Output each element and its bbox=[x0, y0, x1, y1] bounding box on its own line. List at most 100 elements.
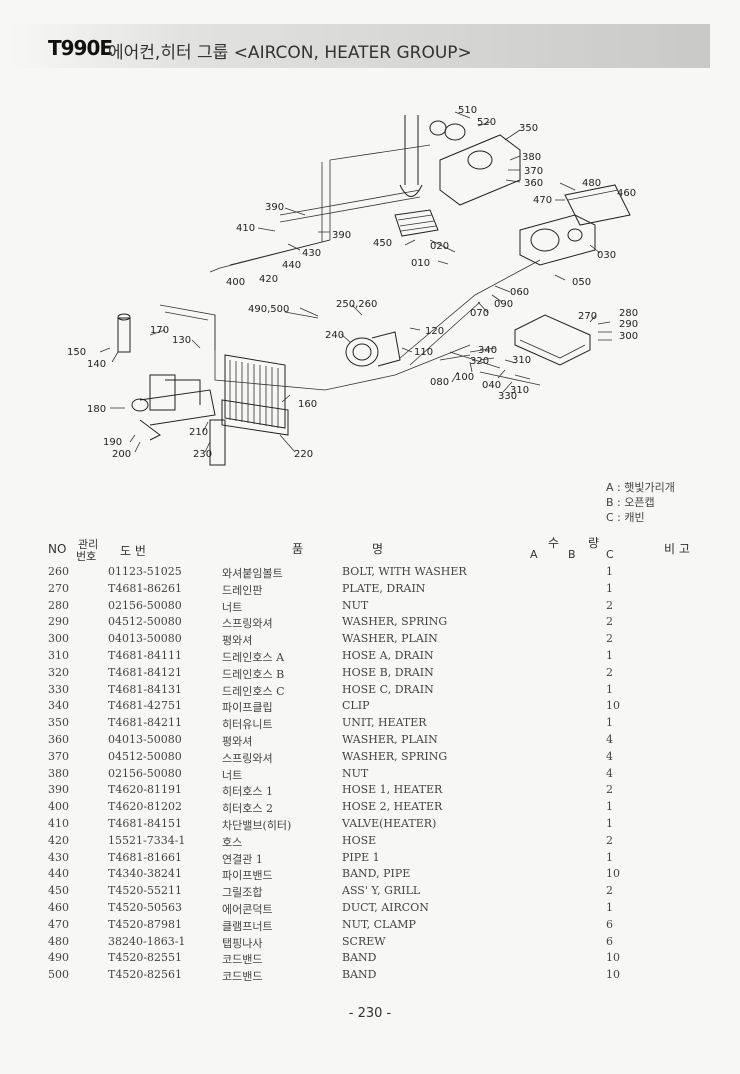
row-part-number: T4340-38241 bbox=[108, 867, 183, 881]
row-part-number: T4520-50563 bbox=[108, 900, 183, 914]
row-qty-c: 1 bbox=[606, 800, 613, 814]
row-korean-name: 평와셔 bbox=[222, 734, 253, 748]
row-part-number: T4681-84211 bbox=[108, 716, 183, 730]
part-callout-label: 270 bbox=[578, 311, 597, 322]
part-callout-label: 170 bbox=[150, 325, 169, 336]
row-korean-name: 드레인호스 C bbox=[222, 684, 285, 698]
header-qty-col-b: B bbox=[568, 548, 576, 561]
header-drawing: 도 번 bbox=[120, 544, 146, 558]
part-callout-label: 210 bbox=[189, 427, 208, 438]
part-callout-label: 310 bbox=[512, 355, 531, 366]
part-callout-label: 520 bbox=[477, 117, 496, 128]
part-callout-label: 440 bbox=[282, 260, 301, 271]
row-qty-c: 6 bbox=[606, 934, 613, 948]
row-no: 270 bbox=[48, 581, 69, 595]
part-callout-label: 140 bbox=[87, 359, 106, 370]
part-callout-label: 050 bbox=[572, 277, 591, 288]
part-callout-label: 380 bbox=[522, 152, 541, 163]
part-callout-label: 450 bbox=[373, 238, 392, 249]
part-callout-label: 290 bbox=[619, 319, 638, 330]
row-qty-c: 2 bbox=[606, 665, 613, 679]
row-qty-c: 4 bbox=[606, 732, 613, 746]
row-part-name: HOSE 1, HEATER bbox=[342, 783, 443, 797]
row-part-number: T4620-81202 bbox=[108, 800, 183, 814]
part-callout-label: 230 bbox=[193, 449, 212, 460]
row-korean-name: 스프링와셔 bbox=[222, 751, 273, 765]
part-callout-label: 330 bbox=[498, 391, 517, 402]
row-part-name: PIPE 1 bbox=[342, 850, 380, 864]
row-part-name: NUT bbox=[342, 766, 369, 780]
part-callout-label: 400 bbox=[226, 277, 245, 288]
part-callout-label: 030 bbox=[597, 250, 616, 261]
compressor-drawing bbox=[345, 331, 401, 367]
row-part-number: 04013-50080 bbox=[108, 732, 182, 746]
row-part-name: NUT, CLAMP bbox=[342, 917, 416, 931]
part-callout-label: 390 bbox=[332, 230, 351, 241]
row-part-name: ASS' Y, GRILL bbox=[342, 884, 421, 898]
row-part-number: T4520-55211 bbox=[108, 884, 183, 898]
row-part-number: 04013-50080 bbox=[108, 632, 182, 646]
condenser-drawing bbox=[221, 354, 289, 436]
row-part-number: 04512-50080 bbox=[108, 749, 182, 763]
row-no: 500 bbox=[48, 968, 69, 982]
row-korean-name: 에어콘덕트 bbox=[222, 902, 273, 916]
part-callout-label: 220 bbox=[294, 449, 313, 460]
part-callout-label: 100 bbox=[455, 372, 474, 383]
row-no: 440 bbox=[48, 867, 69, 881]
row-part-name: BAND bbox=[342, 951, 377, 965]
row-part-number: 15521-7334-1 bbox=[108, 833, 186, 847]
row-korean-name: 너트 bbox=[222, 768, 243, 782]
row-korean-name: 히터유니트 bbox=[222, 718, 273, 732]
legend: A : 햇빛가리개 B : 오픈캡 C : 캐빈 bbox=[606, 480, 675, 525]
legend-c: C : 캐빈 bbox=[606, 511, 645, 524]
row-part-number: T4520-82561 bbox=[108, 968, 183, 982]
page-title: 에어컨,히터 그룹 <AIRCON, HEATER GROUP> bbox=[108, 43, 472, 63]
part-callout-label: 240 bbox=[325, 330, 344, 341]
row-part-name: HOSE A, DRAIN bbox=[342, 648, 434, 662]
header-band bbox=[10, 24, 710, 68]
part-callout-label: 190 bbox=[103, 437, 122, 448]
row-korean-name: 차단밸브(히터) bbox=[222, 818, 292, 832]
header-qty-b: 량 bbox=[588, 536, 600, 550]
row-no: 490 bbox=[48, 951, 69, 965]
row-part-number: T4681-81661 bbox=[108, 850, 183, 864]
part-callout-label: 490,500 bbox=[248, 304, 289, 315]
part-callout-label: 160 bbox=[298, 399, 317, 410]
row-qty-c: 2 bbox=[606, 833, 613, 847]
part-callout-label: 150 bbox=[67, 347, 86, 358]
row-part-number: T4681-84131 bbox=[108, 682, 183, 696]
part-callout-label: 460 bbox=[617, 188, 636, 199]
row-qty-c: 1 bbox=[606, 850, 613, 864]
row-qty-c: 1 bbox=[606, 716, 613, 730]
header-item-b: 명 bbox=[372, 542, 384, 556]
row-no: 450 bbox=[48, 884, 69, 898]
part-callout-label: 360 bbox=[524, 178, 543, 189]
table-header: NO 관리 번호 도 번 품 명 수 량 A B C 비 고 bbox=[0, 532, 740, 572]
part-callout-label: 410 bbox=[236, 223, 255, 234]
row-part-number: T4520-87981 bbox=[108, 917, 183, 931]
row-korean-name: 드레인호스 A bbox=[222, 650, 285, 664]
row-korean-name: 그릴조합 bbox=[222, 886, 263, 900]
row-no: 420 bbox=[48, 833, 69, 847]
row-part-name: BOLT, WITH WASHER bbox=[342, 565, 467, 578]
legend-b: B : 오픈캡 bbox=[606, 496, 655, 509]
row-part-name: UNIT, HEATER bbox=[342, 716, 427, 730]
part-callout-label: 090 bbox=[494, 299, 513, 310]
row-korean-name: 히터호스 2 bbox=[222, 802, 273, 816]
row-part-name: VALVE(HEATER) bbox=[342, 816, 437, 830]
part-callout-label: 040 bbox=[482, 380, 501, 391]
